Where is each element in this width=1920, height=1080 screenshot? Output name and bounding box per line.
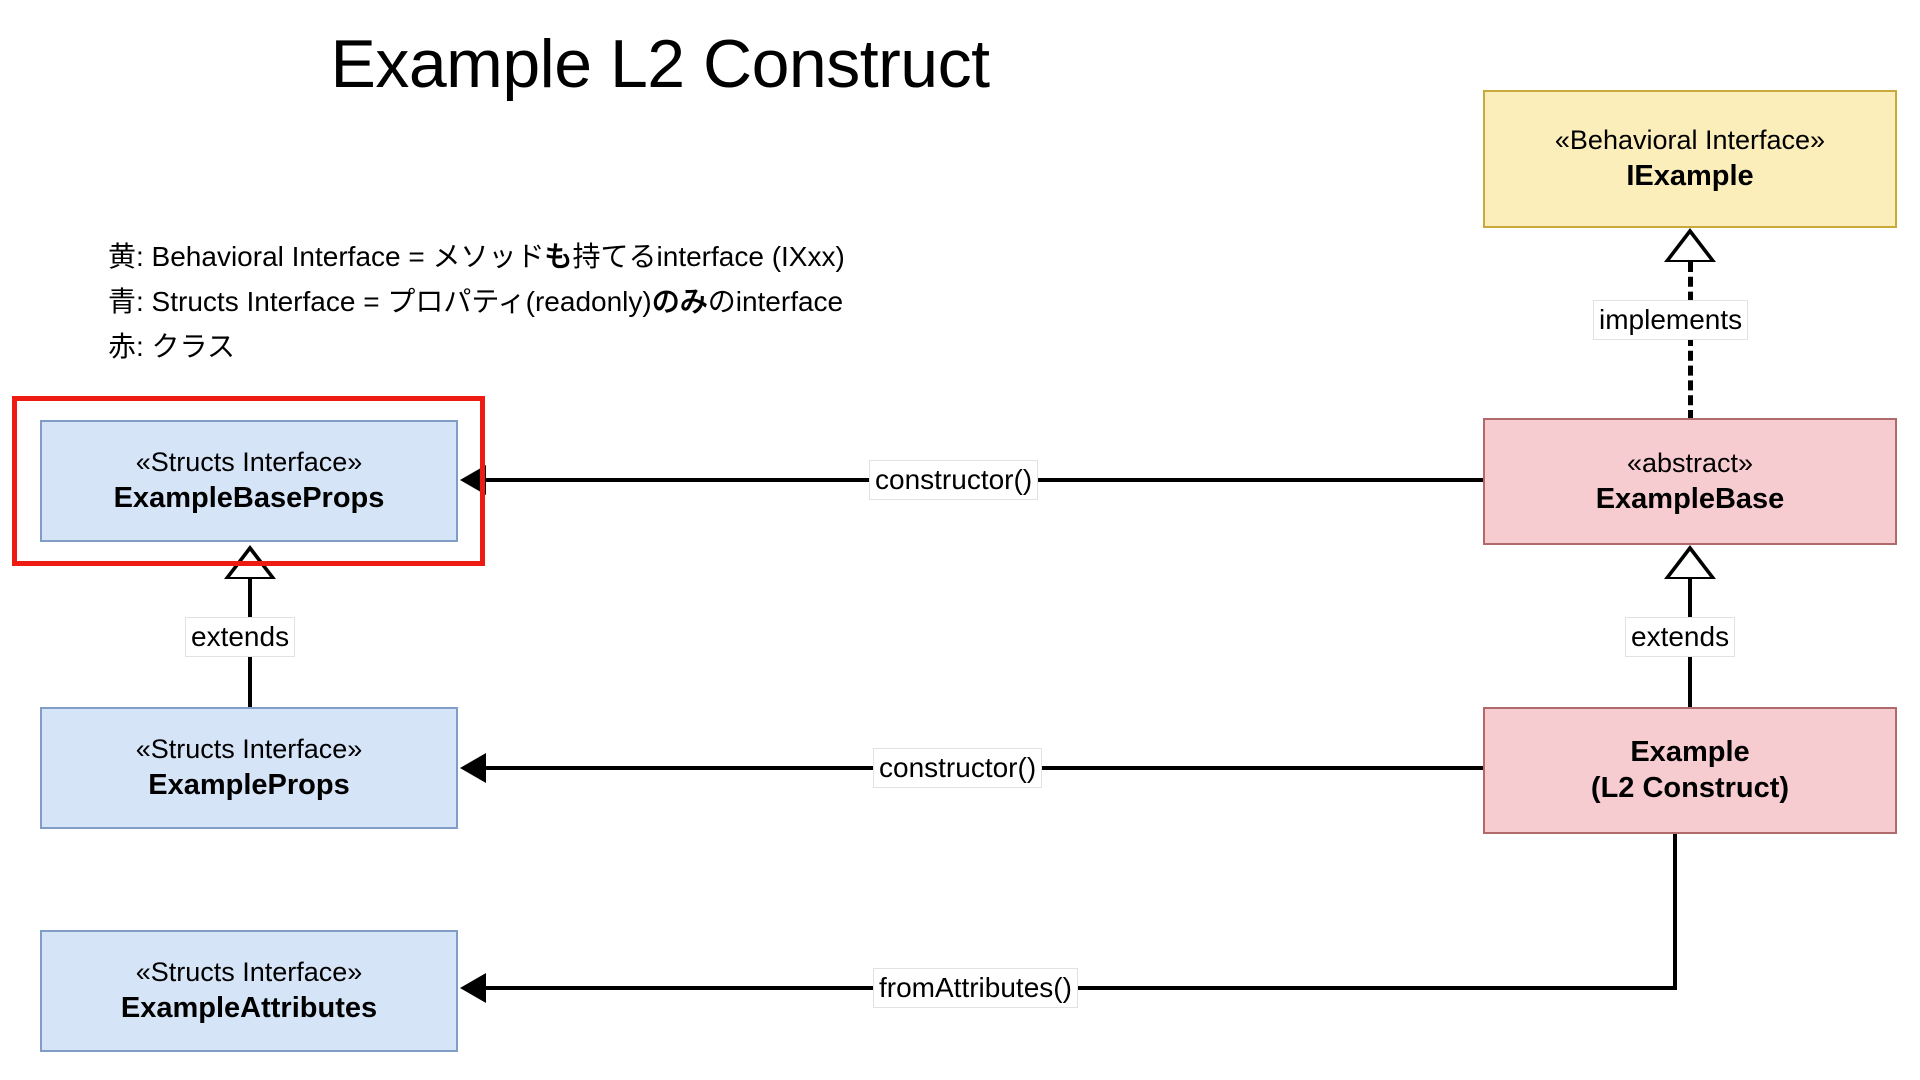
node-examplebase[interactable]: «abstract» ExampleBase: [1483, 418, 1897, 545]
node-exampleprops-name: ExampleProps: [148, 769, 350, 801]
legend-line-yellow: 黄: Behavioral Interface = メソッドも持てるinterf…: [108, 234, 1108, 279]
node-iexample-stereotype: «Behavioral Interface»: [1554, 125, 1826, 155]
node-exampleprops[interactable]: «Structs Interface» ExampleProps: [40, 707, 458, 829]
legend-line-0-suffix: 持てるinterface (IXxx): [572, 241, 845, 272]
edge-fromattrs-arrowhead: [460, 973, 486, 1003]
edge-ctor-mid-arrowhead: [460, 753, 486, 783]
highlight-rectangle-examplebaseprops: [12, 396, 485, 566]
edge-label-implements: implements: [1593, 300, 1749, 340]
edge-label-extends-left: extends: [185, 617, 296, 657]
edge-extends-right-arrowhead: [1664, 545, 1716, 579]
node-example-title-line1: Example: [1630, 735, 1750, 768]
node-example-title-line2: (L2 Construct): [1590, 771, 1790, 804]
legend-line-1-emphasis: のみ: [651, 286, 708, 317]
edge-label-extends-right: extends: [1625, 617, 1736, 657]
legend-line-0-emphasis: も: [544, 241, 573, 272]
legend-line-2-prefix: 赤: クラス: [108, 331, 235, 362]
node-examplebase-name: ExampleBase: [1595, 482, 1785, 515]
edge-fromattrs-vertical: [1673, 833, 1677, 988]
node-iexample[interactable]: «Behavioral Interface» IExample: [1483, 90, 1897, 228]
legend-line-1-prefix: 青: Structs Interface = プロパティ(readonly): [108, 286, 652, 317]
node-exampleprops-stereotype: «Structs Interface»: [135, 734, 363, 764]
edge-label-ctor-top: constructor(): [869, 460, 1039, 500]
legend: 黄: Behavioral Interface = メソッドも持てるinterf…: [108, 234, 1108, 369]
page-title: Example L2 Construct: [330, 26, 990, 102]
legend-line-blue: 青: Structs Interface = プロパティ(readonly)のみ…: [108, 279, 1108, 324]
edge-label-fromattrs: fromAttributes(): [873, 968, 1078, 1008]
node-exampleattributes-stereotype: «Structs Interface»: [135, 957, 363, 987]
node-iexample-name: IExample: [1626, 160, 1754, 192]
node-exampleattributes[interactable]: «Structs Interface» ExampleAttributes: [40, 930, 458, 1052]
node-examplebaseprops-stereotype: «Structs Interface»: [135, 447, 363, 477]
node-examplebaseprops-name: ExampleBaseProps: [113, 482, 385, 514]
legend-line-1-suffix: のinterface: [707, 286, 844, 317]
node-examplebaseprops[interactable]: «Structs Interface» ExampleBaseProps: [40, 420, 458, 542]
legend-line-0-prefix: 黄: Behavioral Interface = メソッド: [108, 241, 545, 272]
node-example[interactable]: Example (L2 Construct): [1483, 707, 1897, 834]
legend-line-red: 赤: クラス: [108, 324, 1108, 369]
edge-implements-arrowhead: [1664, 228, 1716, 262]
edge-implements-line: [1688, 262, 1693, 420]
node-examplebase-stereotype: «abstract»: [1626, 447, 1754, 478]
edge-label-ctor-mid: constructor(): [873, 748, 1043, 788]
node-exampleattributes-name: ExampleAttributes: [120, 992, 378, 1024]
